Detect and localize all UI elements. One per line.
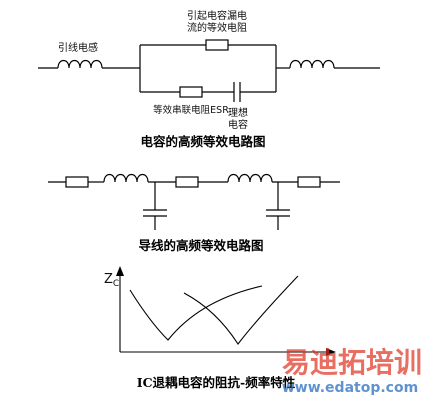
lead-inductance-label: 引线电感 (58, 41, 98, 54)
wire-circuit-caption: 导线的高频等效电路图 (138, 238, 263, 253)
graph-caption: IC退耦电容的阻抗-频率特性 (137, 375, 296, 390)
wire-equivalent-circuit (48, 173, 340, 230)
capacitor-equivalent-circuit (38, 39, 380, 102)
esr-label: 等效串联电阻ESR (153, 104, 229, 116)
leakage-resistor (205, 39, 229, 51)
lead-inductor-left (57, 59, 103, 69)
leakage-resistor-label-line2: 流的等效电阻 (187, 21, 247, 34)
wire-resistor-2 (175, 176, 199, 188)
watermark: 易迪拓培训 www.edatop.com (282, 346, 422, 396)
capacitor-circuit-caption: 电容的高频等效电路图 (140, 134, 265, 149)
impedance-curve-2 (183, 275, 299, 345)
lead-inductor-right (289, 59, 335, 69)
impedance-curve-1 (129, 285, 263, 341)
leakage-resistor-label-line1: 引起电容漏电 (187, 9, 247, 22)
watermark-brand: 易迪拓培训 (282, 346, 422, 379)
wire-inductor-2 (227, 173, 273, 183)
wire-inductor-1 (103, 173, 149, 183)
y-axis-arrow (116, 266, 124, 276)
x-axis-arrow (326, 348, 336, 356)
esr-resistor (179, 86, 203, 98)
impedance-frequency-graph (116, 266, 336, 356)
watermark-url: www.edatop.com (282, 380, 418, 396)
y-axis-label: ZC (104, 272, 119, 289)
wire-resistor-1 (65, 176, 89, 188)
wire-resistor-3 (297, 176, 321, 188)
ideal-capacitor-label-line2: 电容 (228, 118, 248, 131)
ideal-capacitor-label-line1: 理想 (228, 106, 248, 119)
